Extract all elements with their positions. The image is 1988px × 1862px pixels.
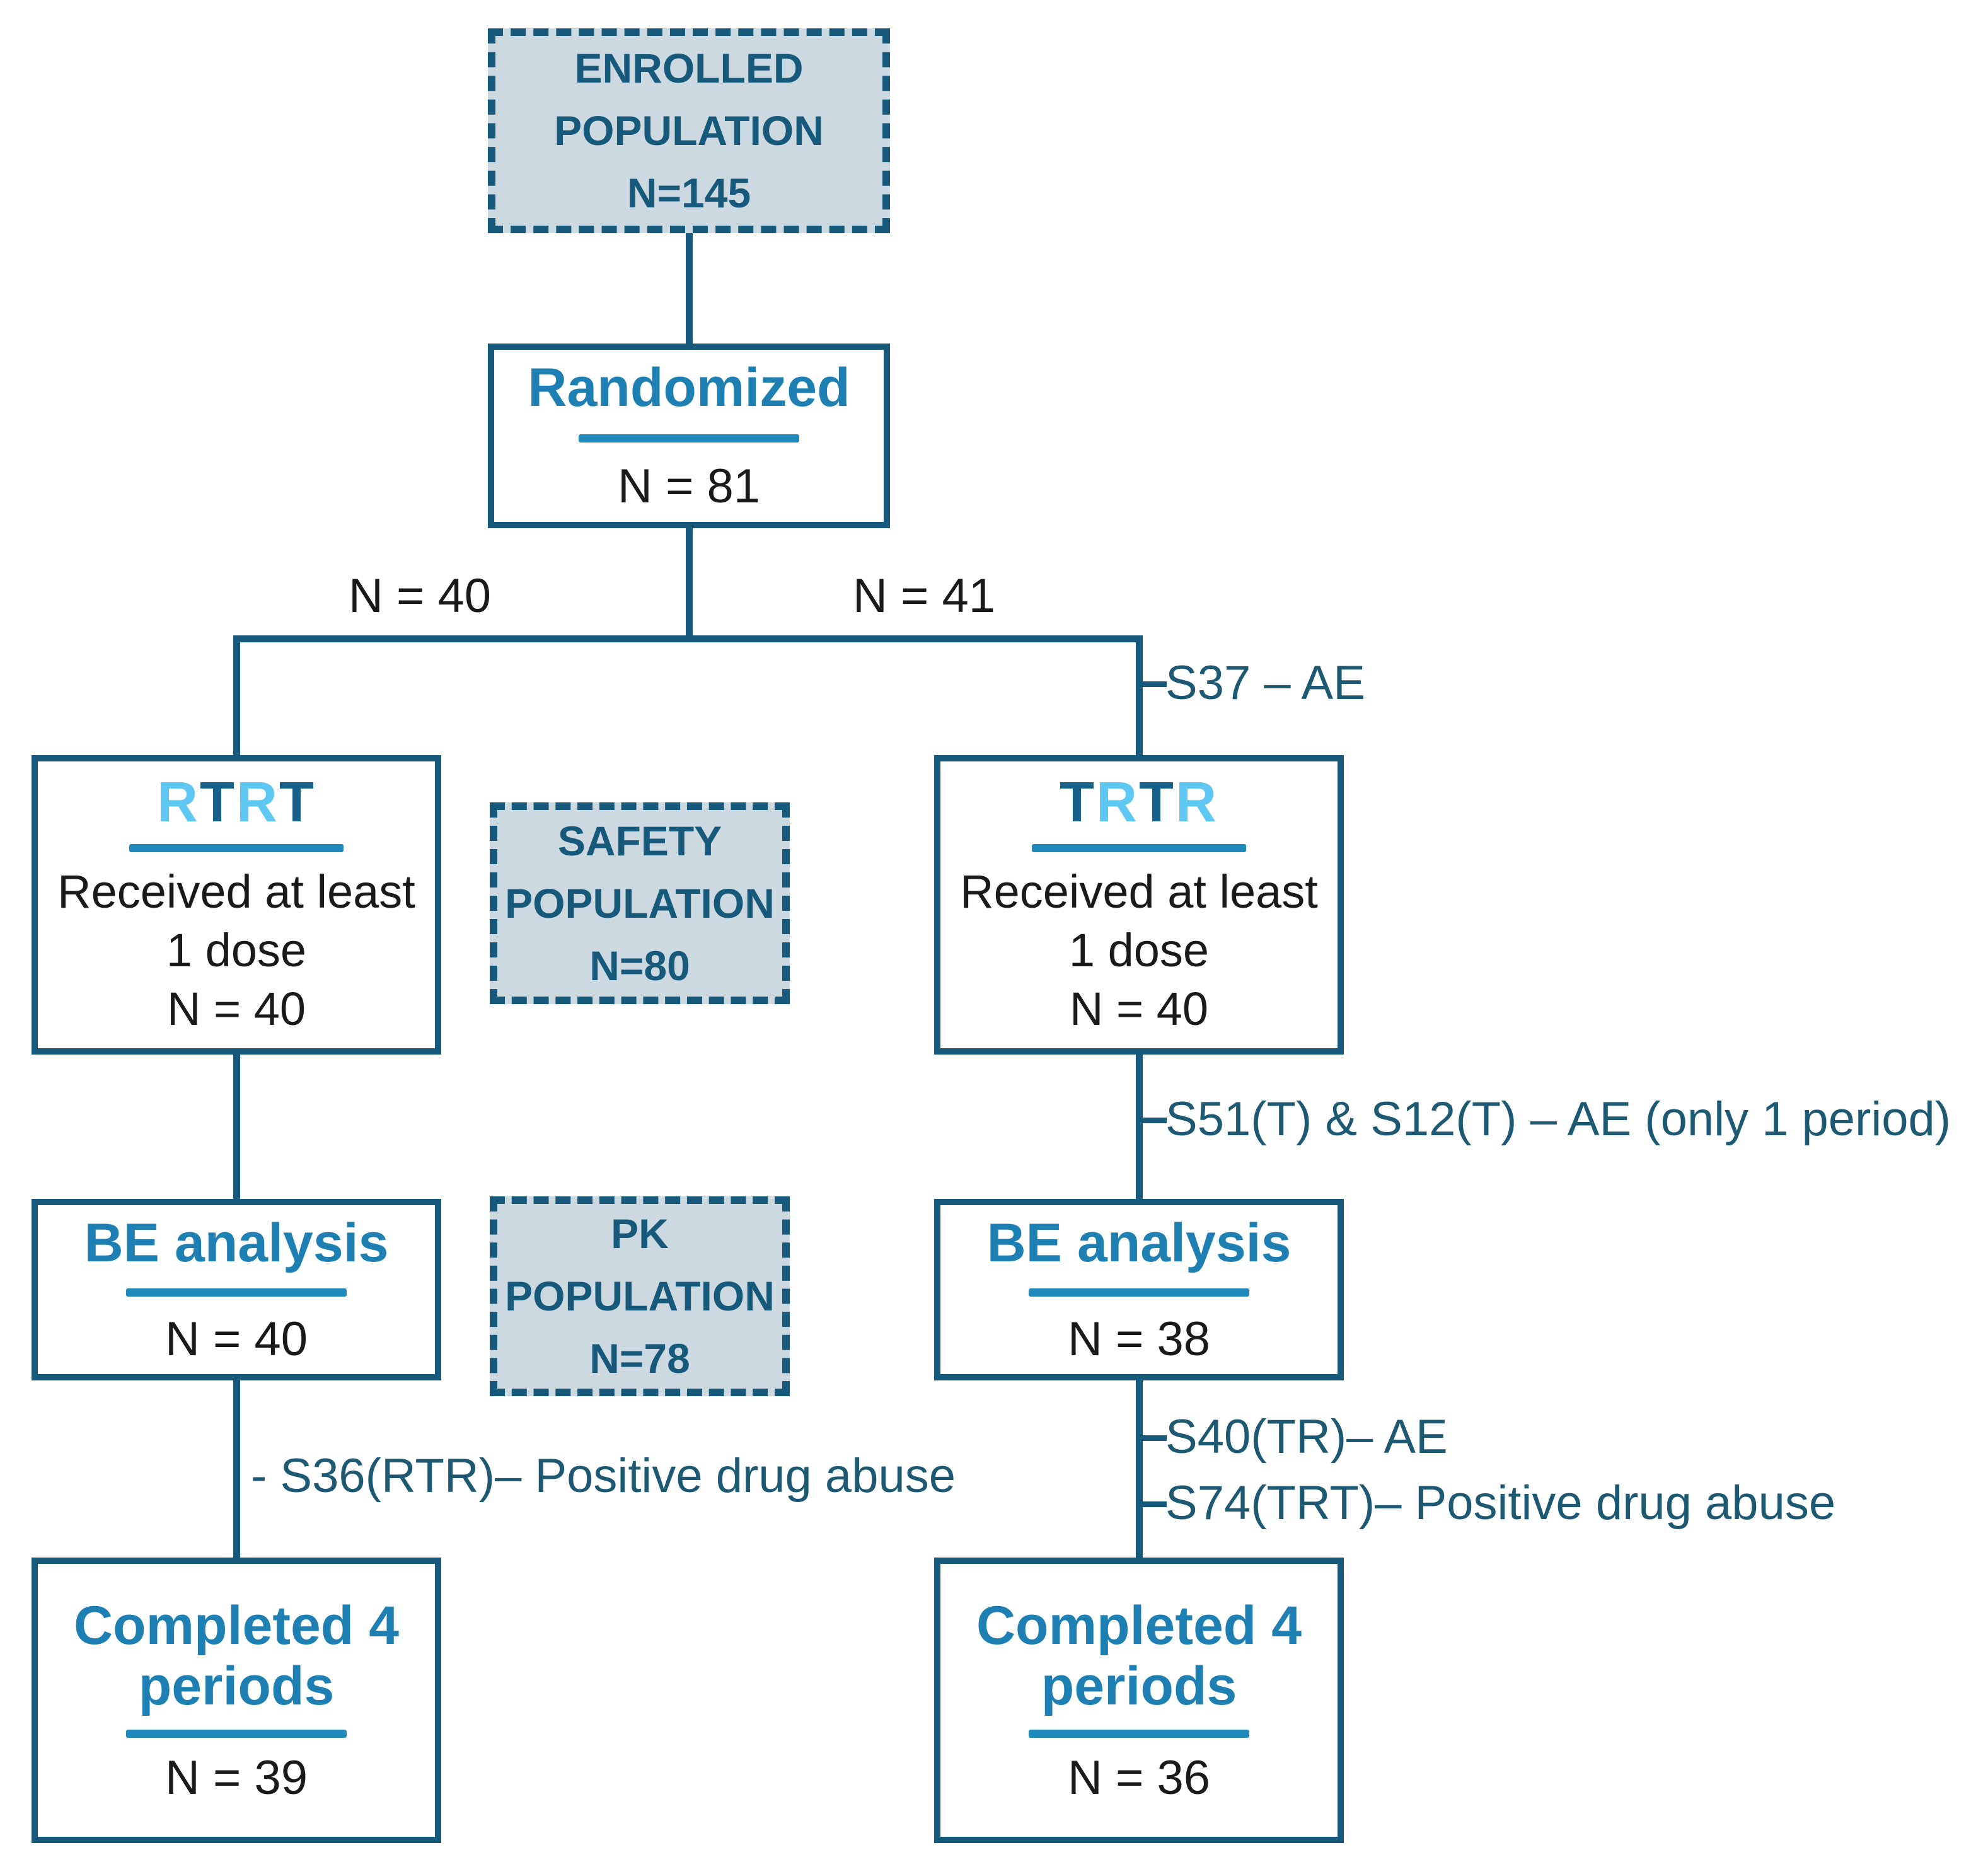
- rtrt-n: N = 40: [166, 983, 306, 1036]
- enrolled-line1: ENROLLED: [574, 45, 804, 91]
- connector-enrolled-randomized: [686, 233, 693, 344]
- completed-left-line1: Completed 4: [73, 1595, 400, 1656]
- label-branch-left-n: N = 40: [348, 569, 492, 623]
- box-trtr: TRTR Received at least 1 dose N = 40: [934, 755, 1344, 1055]
- connector-randomized-split: [686, 528, 693, 639]
- completed-left-n: N = 39: [165, 1750, 308, 1805]
- completed-right-n: N = 36: [1067, 1750, 1211, 1805]
- sequence-letter: R: [236, 770, 279, 834]
- connector-trtr-be: [1136, 1055, 1143, 1199]
- trtr-body: Received at least 1 dose N = 40: [960, 862, 1318, 1039]
- rtrt-underline: [129, 843, 344, 852]
- box-pk-population: PK POPULATION N=78: [490, 1196, 790, 1396]
- box-randomized: Randomized N = 81: [488, 344, 890, 528]
- box-be-analysis-left: BE analysis N = 40: [32, 1199, 441, 1380]
- sequence-letter: T: [1060, 770, 1096, 834]
- be-right-n: N = 38: [1067, 1312, 1211, 1366]
- completed-right-line2: periods: [1041, 1656, 1237, 1717]
- annotation-s36: - S36(RTR)– Positive drug abuse: [251, 1449, 956, 1503]
- box-completed-right: Completed 4 periods N = 36: [934, 1558, 1344, 1843]
- safety-n: N=80: [589, 942, 690, 989]
- annotation-s74: S74(TRT)– Positive drug abuse: [1165, 1476, 1836, 1530]
- randomized-title: Randomized: [528, 357, 850, 419]
- rtrt-received-line1: Received at least: [57, 865, 415, 918]
- completed-left-underline: [126, 1729, 347, 1738]
- box-rtrt: RTRT Received at least 1 dose N = 40: [32, 755, 441, 1055]
- annotation-s37: S37 – AE: [1165, 656, 1365, 710]
- tick-s37: [1143, 681, 1167, 687]
- trtr-received-line1: Received at least: [960, 865, 1318, 918]
- connector-split-rtrt: [233, 642, 240, 755]
- sequence-letter: R: [1096, 770, 1139, 834]
- trtr-received-line2: 1 dose: [1068, 923, 1210, 976]
- sequence-letter: T: [279, 770, 316, 834]
- box-completed-left: Completed 4 periods N = 39: [32, 1558, 441, 1843]
- sequence-letter: T: [200, 770, 236, 834]
- trtr-sequence-title: TRTR: [1060, 770, 1218, 834]
- sequence-letter: R: [1175, 770, 1218, 834]
- completed-left-line2: periods: [138, 1656, 335, 1717]
- safety-line2: POPULATION: [505, 879, 775, 927]
- box-enrolled-population: ENROLLED POPULATION N=145: [488, 28, 890, 233]
- be-right-title: BE analysis: [986, 1212, 1292, 1273]
- randomized-underline: [579, 434, 799, 443]
- annotation-s40: S40(TR)– AE: [1165, 1410, 1448, 1464]
- rtrt-received-line2: 1 dose: [166, 923, 307, 976]
- tick-s40: [1143, 1435, 1167, 1441]
- be-left-title: BE analysis: [84, 1212, 389, 1273]
- tick-s51: [1143, 1118, 1167, 1123]
- sequence-letter: R: [157, 770, 200, 834]
- tick-s74: [1143, 1501, 1167, 1507]
- split-bar: [233, 635, 1143, 642]
- be-left-underline: [126, 1288, 347, 1297]
- rtrt-body: Received at least 1 dose N = 40: [57, 862, 415, 1039]
- completed-left-title: Completed 4 periods: [74, 1595, 399, 1717]
- pk-line2: POPULATION: [505, 1273, 775, 1319]
- trtr-underline: [1032, 843, 1246, 852]
- trtr-n: N = 40: [1069, 983, 1209, 1036]
- randomized-n: N = 81: [617, 460, 761, 514]
- completed-right-line1: Completed 4: [976, 1595, 1302, 1656]
- rtrt-sequence-title: RTRT: [157, 770, 316, 834]
- annotation-s51: S51(T) & S12(T) – AE (only 1 period): [1165, 1092, 1951, 1146]
- be-left-n: N = 40: [165, 1312, 308, 1366]
- connector-be-completed-right: [1136, 1380, 1143, 1558]
- be-right-underline: [1029, 1288, 1249, 1297]
- pk-line1: PK: [611, 1210, 669, 1257]
- safety-line1: SAFETY: [557, 817, 722, 864]
- completed-right-title: Completed 4 periods: [976, 1595, 1302, 1717]
- enrolled-line2: POPULATION: [554, 107, 824, 154]
- pk-n: N=78: [589, 1335, 690, 1382]
- connector-rtrt-be: [233, 1055, 240, 1199]
- box-be-analysis-right: BE analysis N = 38: [934, 1199, 1344, 1380]
- sequence-letter: T: [1139, 770, 1176, 834]
- enrolled-n: N=145: [627, 170, 751, 216]
- connector-be-completed-left: [233, 1380, 240, 1558]
- box-safety-population: SAFETY POPULATION N=80: [490, 802, 790, 1004]
- label-branch-right-n: N = 41: [852, 569, 996, 623]
- connector-split-trtr: [1136, 642, 1143, 755]
- completed-right-underline: [1029, 1729, 1249, 1738]
